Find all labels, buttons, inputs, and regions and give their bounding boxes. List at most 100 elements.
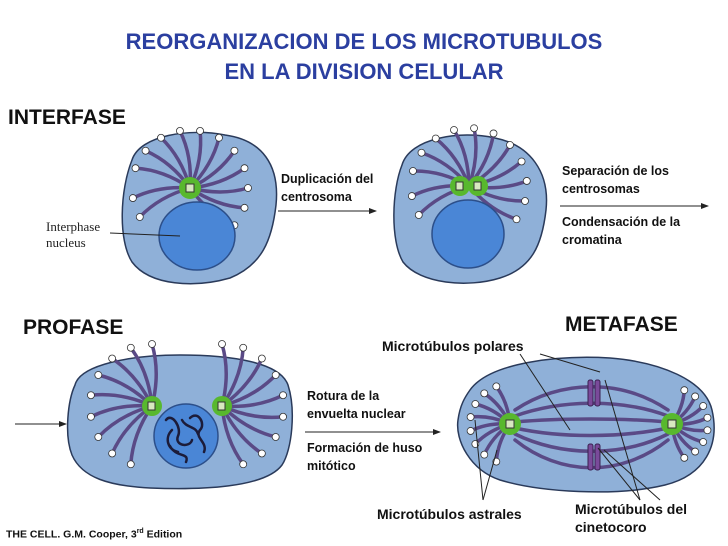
plus-end xyxy=(230,146,239,155)
plus-end xyxy=(471,400,480,408)
phase-label-interfase: INTERFASE xyxy=(8,106,126,129)
plus-end xyxy=(691,392,700,401)
interphase-nucleus xyxy=(158,201,236,271)
plus-end xyxy=(699,402,708,410)
plus-end xyxy=(680,386,689,395)
plus-end xyxy=(466,427,475,435)
plus-end xyxy=(470,124,478,133)
cell-prophase xyxy=(66,340,293,490)
cell-duplicated xyxy=(393,124,548,284)
plus-end xyxy=(218,340,226,348)
note-line: Rotura de la xyxy=(307,389,380,403)
plus-end xyxy=(680,453,689,462)
plus-end xyxy=(94,371,103,379)
plus-end xyxy=(521,197,529,205)
label-microtubulos-astrales: Microtúbulos astrales xyxy=(377,506,522,522)
plus-end xyxy=(257,449,266,458)
centrosome xyxy=(661,413,683,435)
cell-membrane xyxy=(456,356,715,493)
note-rotura: Rotura de la envuelta nuclear xyxy=(307,387,406,423)
credit-sup: rd xyxy=(136,528,144,535)
plus-end xyxy=(409,167,417,175)
plus-end xyxy=(279,391,287,400)
plus-end xyxy=(131,164,140,173)
pointer-lines xyxy=(109,232,661,501)
plus-end xyxy=(87,391,95,400)
note-line: Formación de huso xyxy=(307,441,423,455)
plus-end xyxy=(517,157,526,166)
phase-label-profase: PROFASE xyxy=(23,316,124,339)
note-line: centrosomas xyxy=(562,182,640,196)
plus-end xyxy=(703,413,712,422)
plus-end xyxy=(196,126,204,135)
plus-end xyxy=(176,126,184,135)
label-interphase-nucleus: Interphase nucleus xyxy=(46,219,100,251)
plus-end xyxy=(691,447,700,456)
label-line: nucleus xyxy=(46,235,86,250)
plus-end xyxy=(135,213,144,221)
plus-end xyxy=(87,412,95,421)
note-line: centrosoma xyxy=(281,190,352,204)
microtubules xyxy=(87,340,287,469)
centrosome xyxy=(142,396,162,416)
plus-end xyxy=(244,184,252,192)
centrosome xyxy=(179,177,201,199)
label-microtubulos-polares: Microtúbulos polares xyxy=(382,338,524,354)
note-formacion: Formación de huso mitótico xyxy=(307,439,422,475)
note-line: mitótico xyxy=(307,459,356,473)
plus-end xyxy=(157,133,165,142)
plus-end xyxy=(506,141,514,149)
plus-end xyxy=(522,177,531,185)
plus-end xyxy=(215,133,223,142)
note-separacion: Separación de los centrosomas xyxy=(562,162,669,198)
note-line: cromatina xyxy=(562,233,622,247)
plus-end xyxy=(489,129,498,138)
plus-end xyxy=(492,382,501,391)
plus-end xyxy=(148,340,156,348)
nucleus xyxy=(431,199,505,269)
centrosome-pair xyxy=(450,176,488,196)
credit-tail: Edition xyxy=(143,528,183,541)
plus-end xyxy=(279,412,287,421)
plus-end xyxy=(480,450,489,459)
plus-end xyxy=(257,354,266,363)
title-line-1: REORGANIZACION DE LOS MICROTUBULOS xyxy=(125,29,603,54)
plus-end xyxy=(108,449,117,458)
label-microtubulos-cinetocoro: Microtúbulos del cinetocoro xyxy=(575,500,687,536)
plus-end xyxy=(431,134,440,143)
note-condensacion: Condensación de la cromatina xyxy=(562,213,680,249)
label-line: Microtúbulos del xyxy=(575,501,687,517)
plus-end xyxy=(271,433,280,441)
plus-end xyxy=(512,215,521,224)
cell-metaphase xyxy=(456,356,715,493)
plus-end xyxy=(240,203,249,212)
plus-end xyxy=(239,343,248,352)
microtubule xyxy=(452,128,471,188)
plus-end xyxy=(699,438,708,446)
title-line-2: EN LA DIVISION CELULAR xyxy=(224,59,504,84)
plus-end xyxy=(240,164,249,173)
credit-text: THE CELL. G.M. Cooper, 3 xyxy=(6,528,137,541)
plus-end xyxy=(141,146,150,155)
note-line: envuelta nuclear xyxy=(307,407,406,421)
cell-interphase xyxy=(121,126,278,285)
plus-end xyxy=(94,433,103,441)
note-duplicacion: Duplicación del centrosoma xyxy=(281,170,373,206)
plus-end xyxy=(703,426,712,435)
note-line: Separación de los xyxy=(562,164,669,178)
phase-label-metafase: METAFASE xyxy=(565,313,678,336)
plus-end xyxy=(108,354,117,363)
plus-end xyxy=(414,211,423,219)
plus-end xyxy=(128,194,137,202)
centrosome xyxy=(212,396,232,416)
condensed-chromatin xyxy=(164,414,206,464)
plus-end xyxy=(407,192,416,200)
label-line: Interphase xyxy=(46,219,101,234)
note-line: Duplicación del xyxy=(281,172,374,186)
plus-end xyxy=(239,460,248,469)
plus-end xyxy=(466,413,475,421)
plus-end xyxy=(480,389,489,398)
credit: THE CELL. G.M. Cooper, 3rd Edition xyxy=(6,528,182,541)
plus-end xyxy=(417,148,426,157)
